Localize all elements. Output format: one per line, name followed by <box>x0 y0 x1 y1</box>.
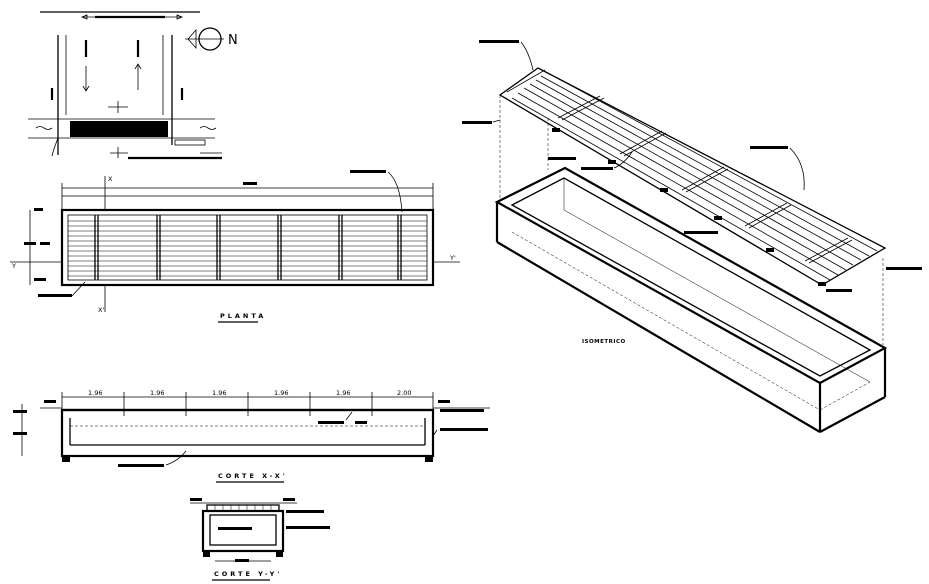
plan-title: PLANTA <box>220 312 266 320</box>
dim-5: 1.96 <box>336 389 350 397</box>
plan-view: X X' Y Y' PLANTA <box>10 170 460 323</box>
dim-2: 1.96 <box>150 389 164 397</box>
dim-1: 1.96 <box>88 389 102 397</box>
channel-block <box>70 121 168 137</box>
cut-mark-x-prime: X' <box>98 306 104 314</box>
cut-mark-y-prime: Y' <box>449 254 456 262</box>
section-x-view: 1.96 1.96 1.96 1.96 1.96 2.00 <box>13 389 490 483</box>
dim-3: 1.96 <box>212 389 226 397</box>
section-x-title: CORTE X-X' <box>218 472 288 480</box>
section-y-title: CORTE Y-Y' <box>214 570 282 578</box>
section-y-view: CORTE Y-Y' <box>190 498 330 581</box>
plan-grating-bars <box>68 220 427 277</box>
location-plan <box>28 11 222 160</box>
isometric-view: ISOMETRICO <box>462 40 922 433</box>
dim-4: 1.96 <box>274 389 288 397</box>
cut-mark-x: X <box>108 175 113 183</box>
plan-module-dividers <box>94 215 402 280</box>
iso-grating <box>498 67 887 286</box>
north-label: N <box>228 33 238 48</box>
north-arrow: N <box>185 27 238 51</box>
isometric-title: ISOMETRICO <box>582 339 626 345</box>
cut-mark-y: Y <box>11 262 16 270</box>
iso-channel-box <box>494 166 888 433</box>
dim-6: 2.00 <box>397 389 411 397</box>
